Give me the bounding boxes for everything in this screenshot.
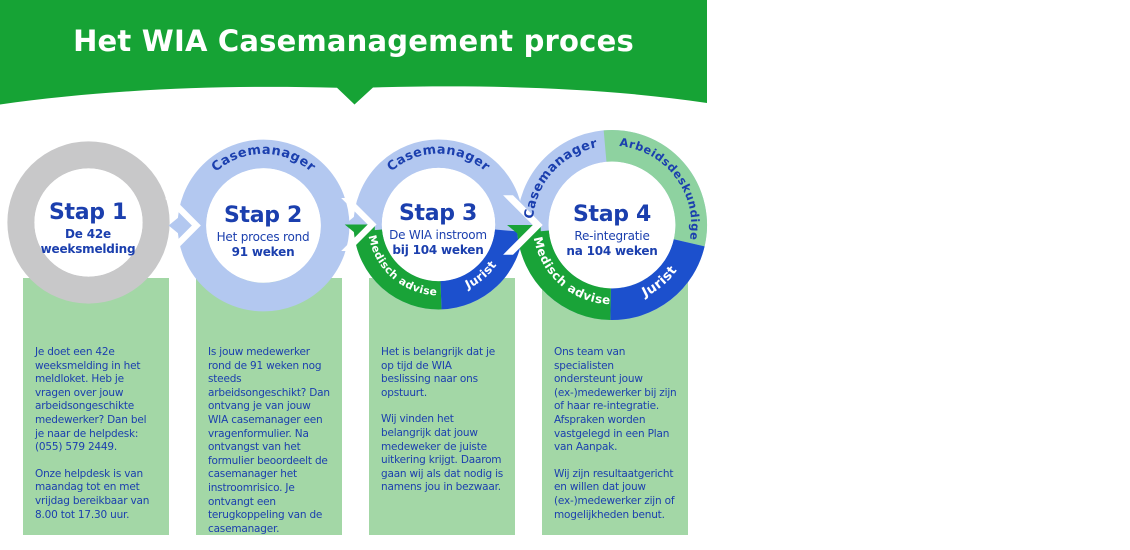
chevron-notch-icon [503, 195, 543, 255]
ring-segment-gray [7, 141, 170, 304]
page-title: Het WIA Casemanagement proces [73, 24, 634, 58]
step-1-paragraph-2: Onze helpdesk is van maandag tot en met … [35, 467, 150, 521]
header-banner [0, 0, 707, 105]
step-3-paragraph-2: Wij vinden het belangrijk dat jouw medew… [381, 413, 504, 494]
ring-inner-disc [548, 161, 676, 289]
step-1-panel: Je doet een 42e weeksmelding in het meld… [23, 278, 169, 535]
step-4-paragraph-1: Ons team van specialisten ondersteunt jo… [554, 346, 677, 454]
step-1-paragraph-1: Je doet een 42e weeksmelding in het meld… [35, 346, 147, 454]
ring-segment-jurist [439, 228, 524, 310]
ring-inner-disc [381, 167, 496, 282]
ring-inner-disc [206, 168, 321, 283]
chevron-notch-icon [165, 198, 201, 253]
step-3-paragraph-1: Het is belangrijk dat je op tijd de WIA … [381, 346, 496, 399]
step-2-ring: Casemanager [165, 139, 350, 312]
step-4-panel: Ons team van specialisten ondersteunt jo… [542, 278, 688, 535]
ring-arrow-tab [168, 200, 200, 251]
chevron-notch-icon [341, 197, 377, 252]
step-4-paragraph-2: Wij zijn resultaatgericht en willen dat … [554, 467, 675, 521]
ring-inner-disc [34, 168, 143, 277]
step-1-ring [7, 141, 170, 304]
step-2-paragraph-1: Is jouw medewerker rond de 91 weken nog … [208, 346, 330, 535]
step-4-ring: Casemanager Arbeidsdeskundige Medisch ad… [503, 115, 708, 321]
step-3-panel: Het is belangrijk dat je op tijd de WIA … [369, 278, 515, 535]
step-3-ring: Casemanager Medisch adviseur Jurist [341, 126, 524, 310]
ring-segment-arbeidsdeskundige [603, 129, 707, 247]
ring-segment-jurist [610, 238, 705, 321]
step-2-panel: Is jouw medewerker rond de 91 weken nog … [196, 278, 342, 535]
header-banner-shape [0, 0, 707, 105]
